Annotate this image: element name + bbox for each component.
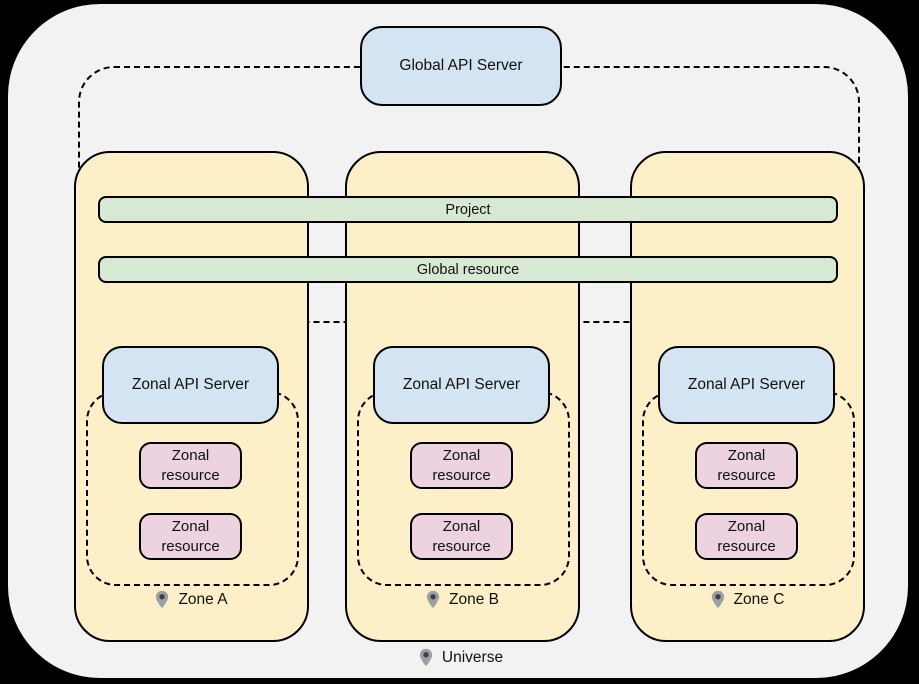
zone-c-container: Zonal API Server Zonal resource Zonal re… (630, 151, 865, 642)
zone-a-label: Zone A (178, 590, 228, 608)
zone-b-container: Zonal API Server Zonal resource Zonal re… (345, 151, 580, 642)
zone-a-zonal-api-server-box: Zonal API Server (102, 346, 279, 424)
location-pin-icon (156, 590, 169, 609)
zone-c-zonal-resource-label-2: Zonal resource (717, 517, 776, 555)
zone-a-zonal-resource-label-1: Zonal resource (161, 446, 220, 484)
location-pin-icon (419, 648, 433, 667)
zone-b-zonal-resource-label-2: Zonal resource (432, 517, 491, 555)
zone-a-label-row: Zone A (76, 590, 307, 609)
project-bar: Project (98, 196, 838, 223)
global-api-server-label: Global API Server (399, 57, 523, 74)
location-pin-icon (426, 590, 440, 609)
global-resource-bar: Global resource (98, 256, 838, 283)
universe-container: Zonal API Server Zonal resource Zonal re… (8, 4, 908, 678)
zone-a-container: Zonal API Server Zonal resource Zonal re… (74, 151, 309, 642)
universe-label: Universe (441, 648, 504, 666)
zone-c-zonal-api-server-box: Zonal API Server (658, 346, 835, 424)
zone-a-zonal-resource-box-2: Zonal resource (139, 513, 242, 560)
global-resource-bar-label: Global resource (416, 261, 520, 278)
global-api-server-box: Global API Server (360, 26, 562, 106)
zone-b-label-row: Zone B (347, 590, 578, 609)
location-pin-icon (711, 590, 724, 609)
zone-c-label-row: Zone C (632, 590, 863, 609)
zone-b-zonal-resource-label-1: Zonal resource (432, 446, 491, 484)
project-bar-label: Project (445, 201, 491, 218)
zone-c-zonal-resource-label-1: Zonal resource (717, 446, 776, 484)
universe-label-row: Universe (14, 648, 908, 667)
zone-c-zonal-resource-box-1: Zonal resource (695, 442, 798, 489)
zone-b-zonal-resource-box-1: Zonal resource (410, 442, 513, 489)
zone-a-zonal-resource-box-1: Zonal resource (139, 442, 242, 489)
zone-a-zonal-resource-label-2: Zonal resource (161, 517, 220, 555)
zone-c-label: Zone C (733, 590, 785, 608)
zone-a-zonal-api-server-label: Zonal API Server (131, 376, 250, 393)
zone-c-zonal-resource-box-2: Zonal resource (695, 513, 798, 560)
zone-b-label: Zone B (449, 590, 499, 608)
zone-b-zonal-api-server-box: Zonal API Server (373, 346, 550, 424)
zone-b-zonal-resource-box-2: Zonal resource (410, 513, 513, 560)
zone-c-zonal-api-server-label: Zonal API Server (687, 376, 806, 393)
zone-b-zonal-api-server-label: Zonal API Server (402, 376, 521, 393)
